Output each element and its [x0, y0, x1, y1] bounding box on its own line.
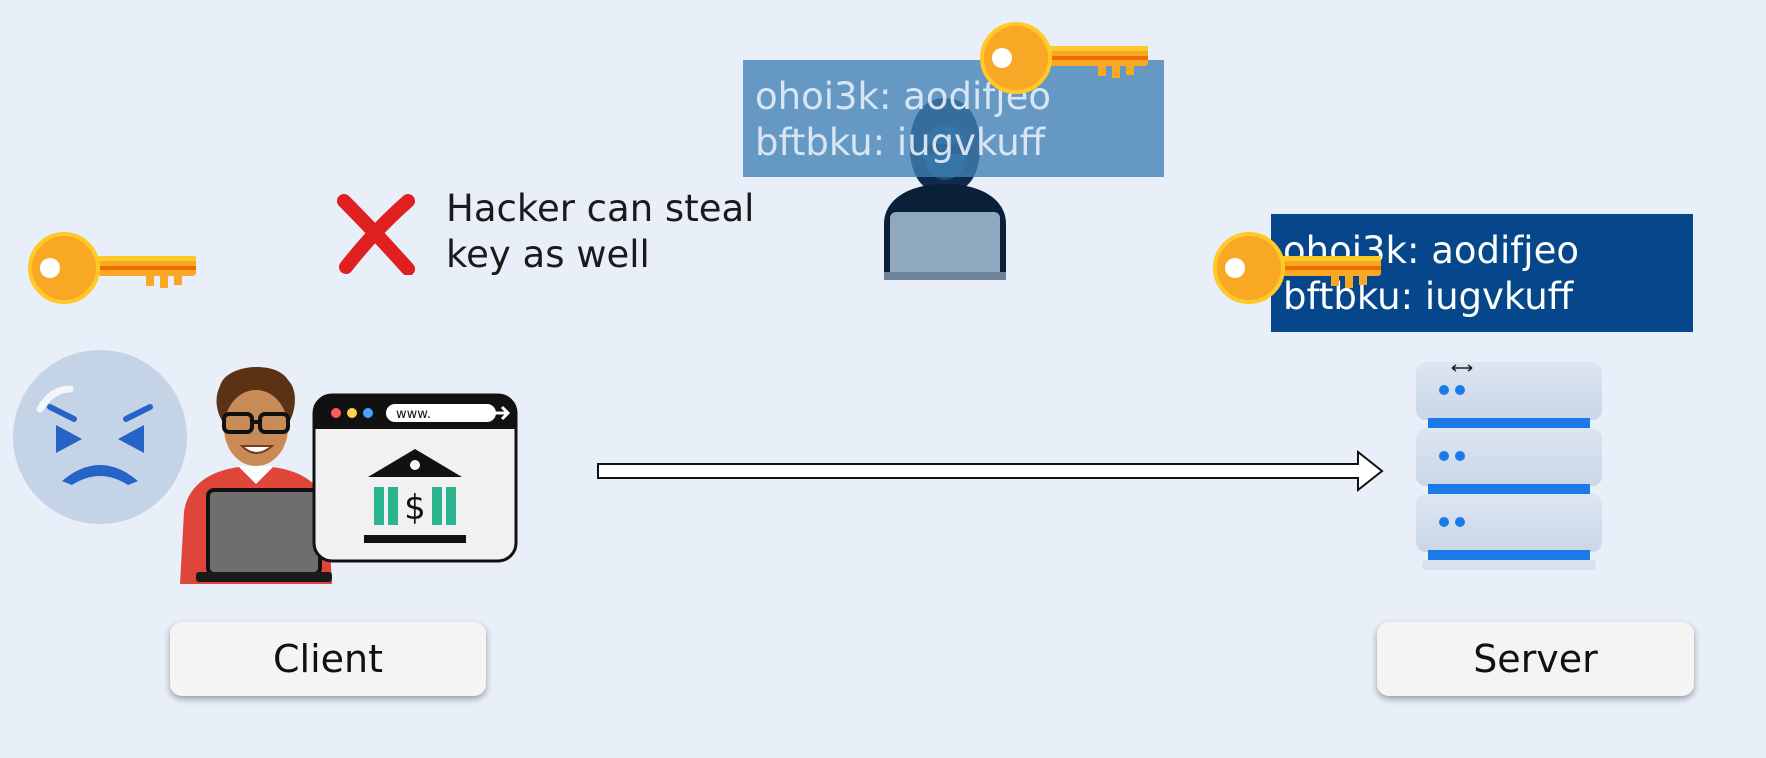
key-icon: [980, 22, 1152, 94]
browser-url-text: www.: [396, 407, 431, 422]
sad-face-icon: [12, 349, 188, 525]
client-label: Client: [170, 622, 486, 696]
bank-website-icon: www. $: [312, 393, 518, 563]
key-icon: [28, 232, 200, 304]
arrow-right-icon: [596, 450, 1386, 492]
user-with-laptop-icon: [180, 362, 340, 584]
warning-note: Hacker can steal key as well: [446, 186, 754, 278]
key-icon: [1213, 232, 1385, 304]
server-rack-icon: [1414, 360, 1604, 572]
note-line-2: key as well: [446, 233, 650, 276]
note-line-1: Hacker can steal: [446, 187, 755, 230]
intercepted-cipher: ohoi3k: aodifjeo bftbku: iugvkuff: [743, 60, 1164, 177]
server-label: Server: [1377, 622, 1694, 696]
intercepted-cipher-line-2: bftbku: iugvkuff: [755, 121, 1046, 164]
svg-text:$: $: [404, 488, 426, 528]
cross-icon: [334, 193, 418, 275]
